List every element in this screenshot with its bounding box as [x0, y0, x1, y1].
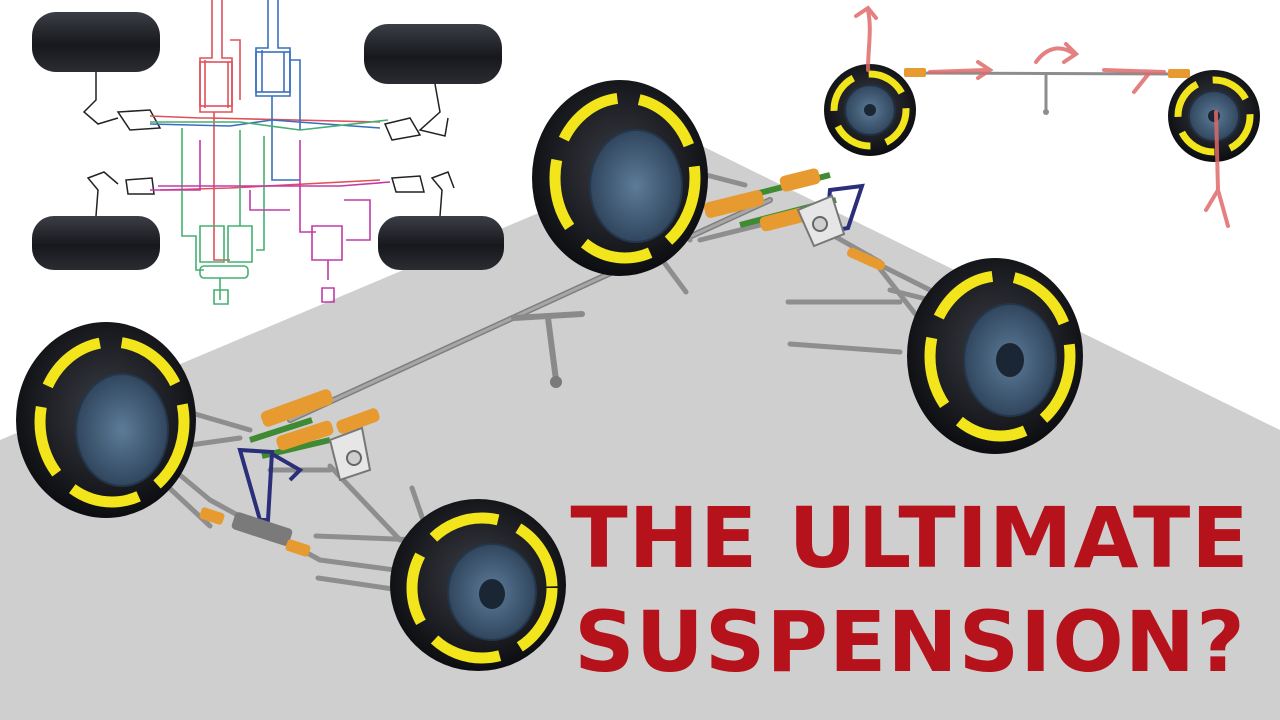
front-damper-2	[276, 420, 334, 451]
sketch-tire-rear-left	[32, 216, 160, 270]
rear-damper-1	[704, 190, 764, 218]
rear-damper-2	[759, 207, 806, 232]
sketch-tire-rear-right	[378, 216, 504, 270]
front-view-wheel-right	[1168, 70, 1260, 162]
schematic-sketch	[32, 0, 504, 305]
wheel-rear-right	[907, 258, 1083, 454]
front-suspension-assembly	[199, 389, 380, 557]
front-damper-1	[260, 389, 334, 427]
title-line-1: THE ULTIMATE	[570, 489, 1250, 587]
title-line-2: SUSPENSION?	[574, 593, 1246, 691]
rear-suspension-assembly	[704, 168, 886, 271]
wheel-rear-left	[532, 80, 708, 276]
wheel-front-right	[390, 499, 566, 671]
front-view-sketch	[824, 5, 1260, 228]
sketch-tire-front-right	[364, 24, 502, 84]
front-view-wheel-left	[824, 64, 916, 156]
sketch-tire-front-left	[32, 12, 160, 72]
wheel-front-left	[16, 322, 196, 518]
